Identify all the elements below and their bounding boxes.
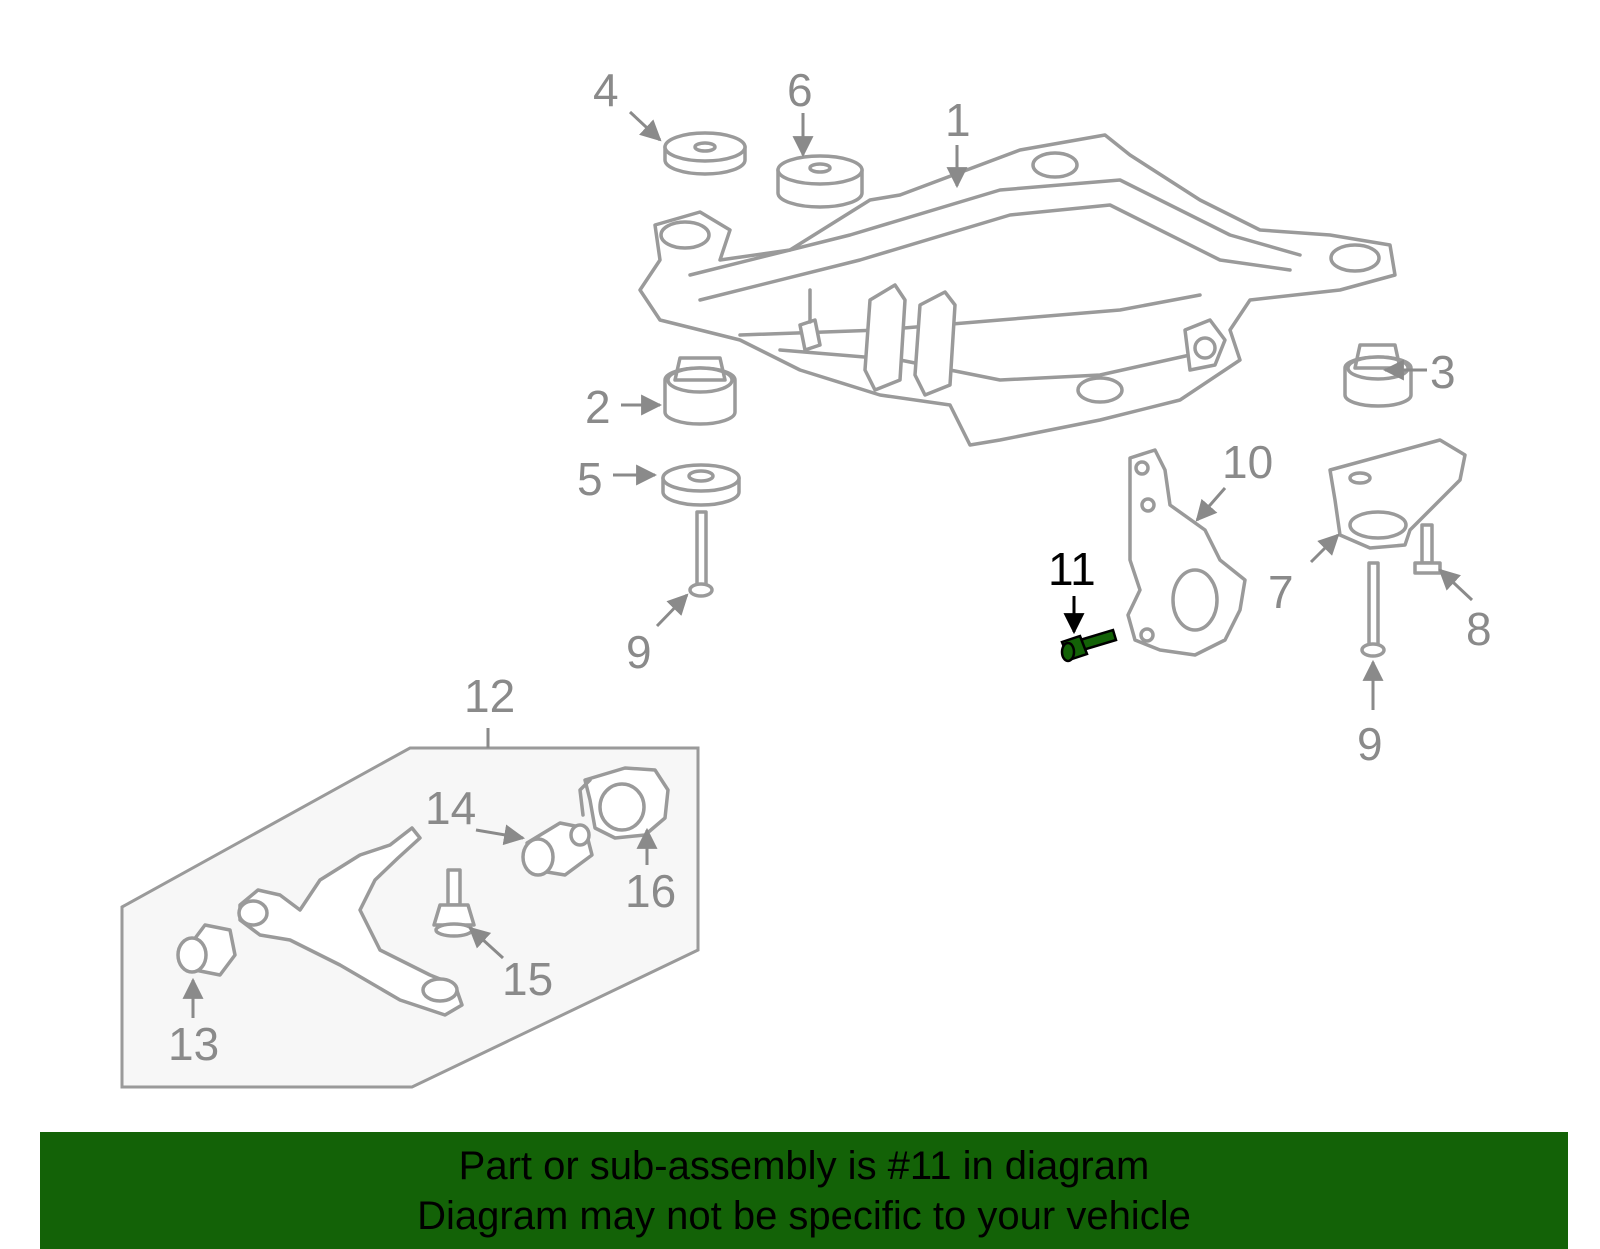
part-16-bushing[interactable]: [578, 766, 670, 840]
part-12-control-arm[interactable]: [237, 826, 464, 1017]
callout-16: 16: [625, 865, 676, 917]
part-10-knuckle[interactable]: [1126, 448, 1247, 657]
callout-3: 3: [1430, 346, 1456, 398]
part-13-bushing[interactable]: [176, 923, 237, 977]
callout-15: 15: [502, 953, 553, 1005]
callout-labels: 1 2 3 4 5 6 7 8 9 9 10 11 12 13 14 15 16: [168, 64, 1492, 1070]
callout-7: 7: [1268, 566, 1294, 618]
part-6-insulator[interactable]: [776, 154, 864, 209]
callout-6: 6: [787, 64, 813, 116]
callout-8: 8: [1466, 603, 1492, 655]
part-7-bracket[interactable]: [1328, 438, 1467, 550]
callout-2: 2: [585, 381, 611, 433]
leader-lines: [182, 110, 1474, 1018]
callout-9-left: 9: [626, 626, 652, 678]
part-1-subframe[interactable]: [638, 133, 1397, 447]
part-2-bushing[interactable]: [663, 356, 737, 426]
callout-9-right: 9: [1357, 718, 1383, 770]
callout-5: 5: [577, 453, 603, 505]
part-4-washer[interactable]: [663, 131, 747, 176]
info-banner: Part or sub-assembly is #11 in diagram D…: [40, 1132, 1568, 1249]
part-11-bolt[interactable]: [1060, 628, 1118, 663]
callout-4: 4: [593, 64, 619, 116]
banner-line-2: Diagram may not be specific to your vehi…: [417, 1193, 1191, 1238]
callout-14: 14: [425, 782, 476, 834]
part-14-bushing[interactable]: [521, 821, 594, 877]
banner-line-1: Part or sub-assembly is #11 in diagram: [458, 1143, 1150, 1188]
callout-1: 1: [945, 94, 971, 146]
part-5-washer[interactable]: [661, 463, 741, 507]
part-8-bolt[interactable]: [1413, 523, 1442, 575]
callout-10: 10: [1222, 436, 1273, 488]
part-3-bushing[interactable]: [1343, 343, 1413, 408]
part-15-ball-joint[interactable]: [432, 868, 476, 938]
part-9-bolt-right[interactable]: [1360, 561, 1386, 658]
callout-11: 11: [1048, 543, 1096, 595]
callout-12: 12: [464, 670, 515, 722]
part-9-bolt-left[interactable]: [688, 510, 714, 598]
callout-13: 13: [168, 1018, 219, 1070]
